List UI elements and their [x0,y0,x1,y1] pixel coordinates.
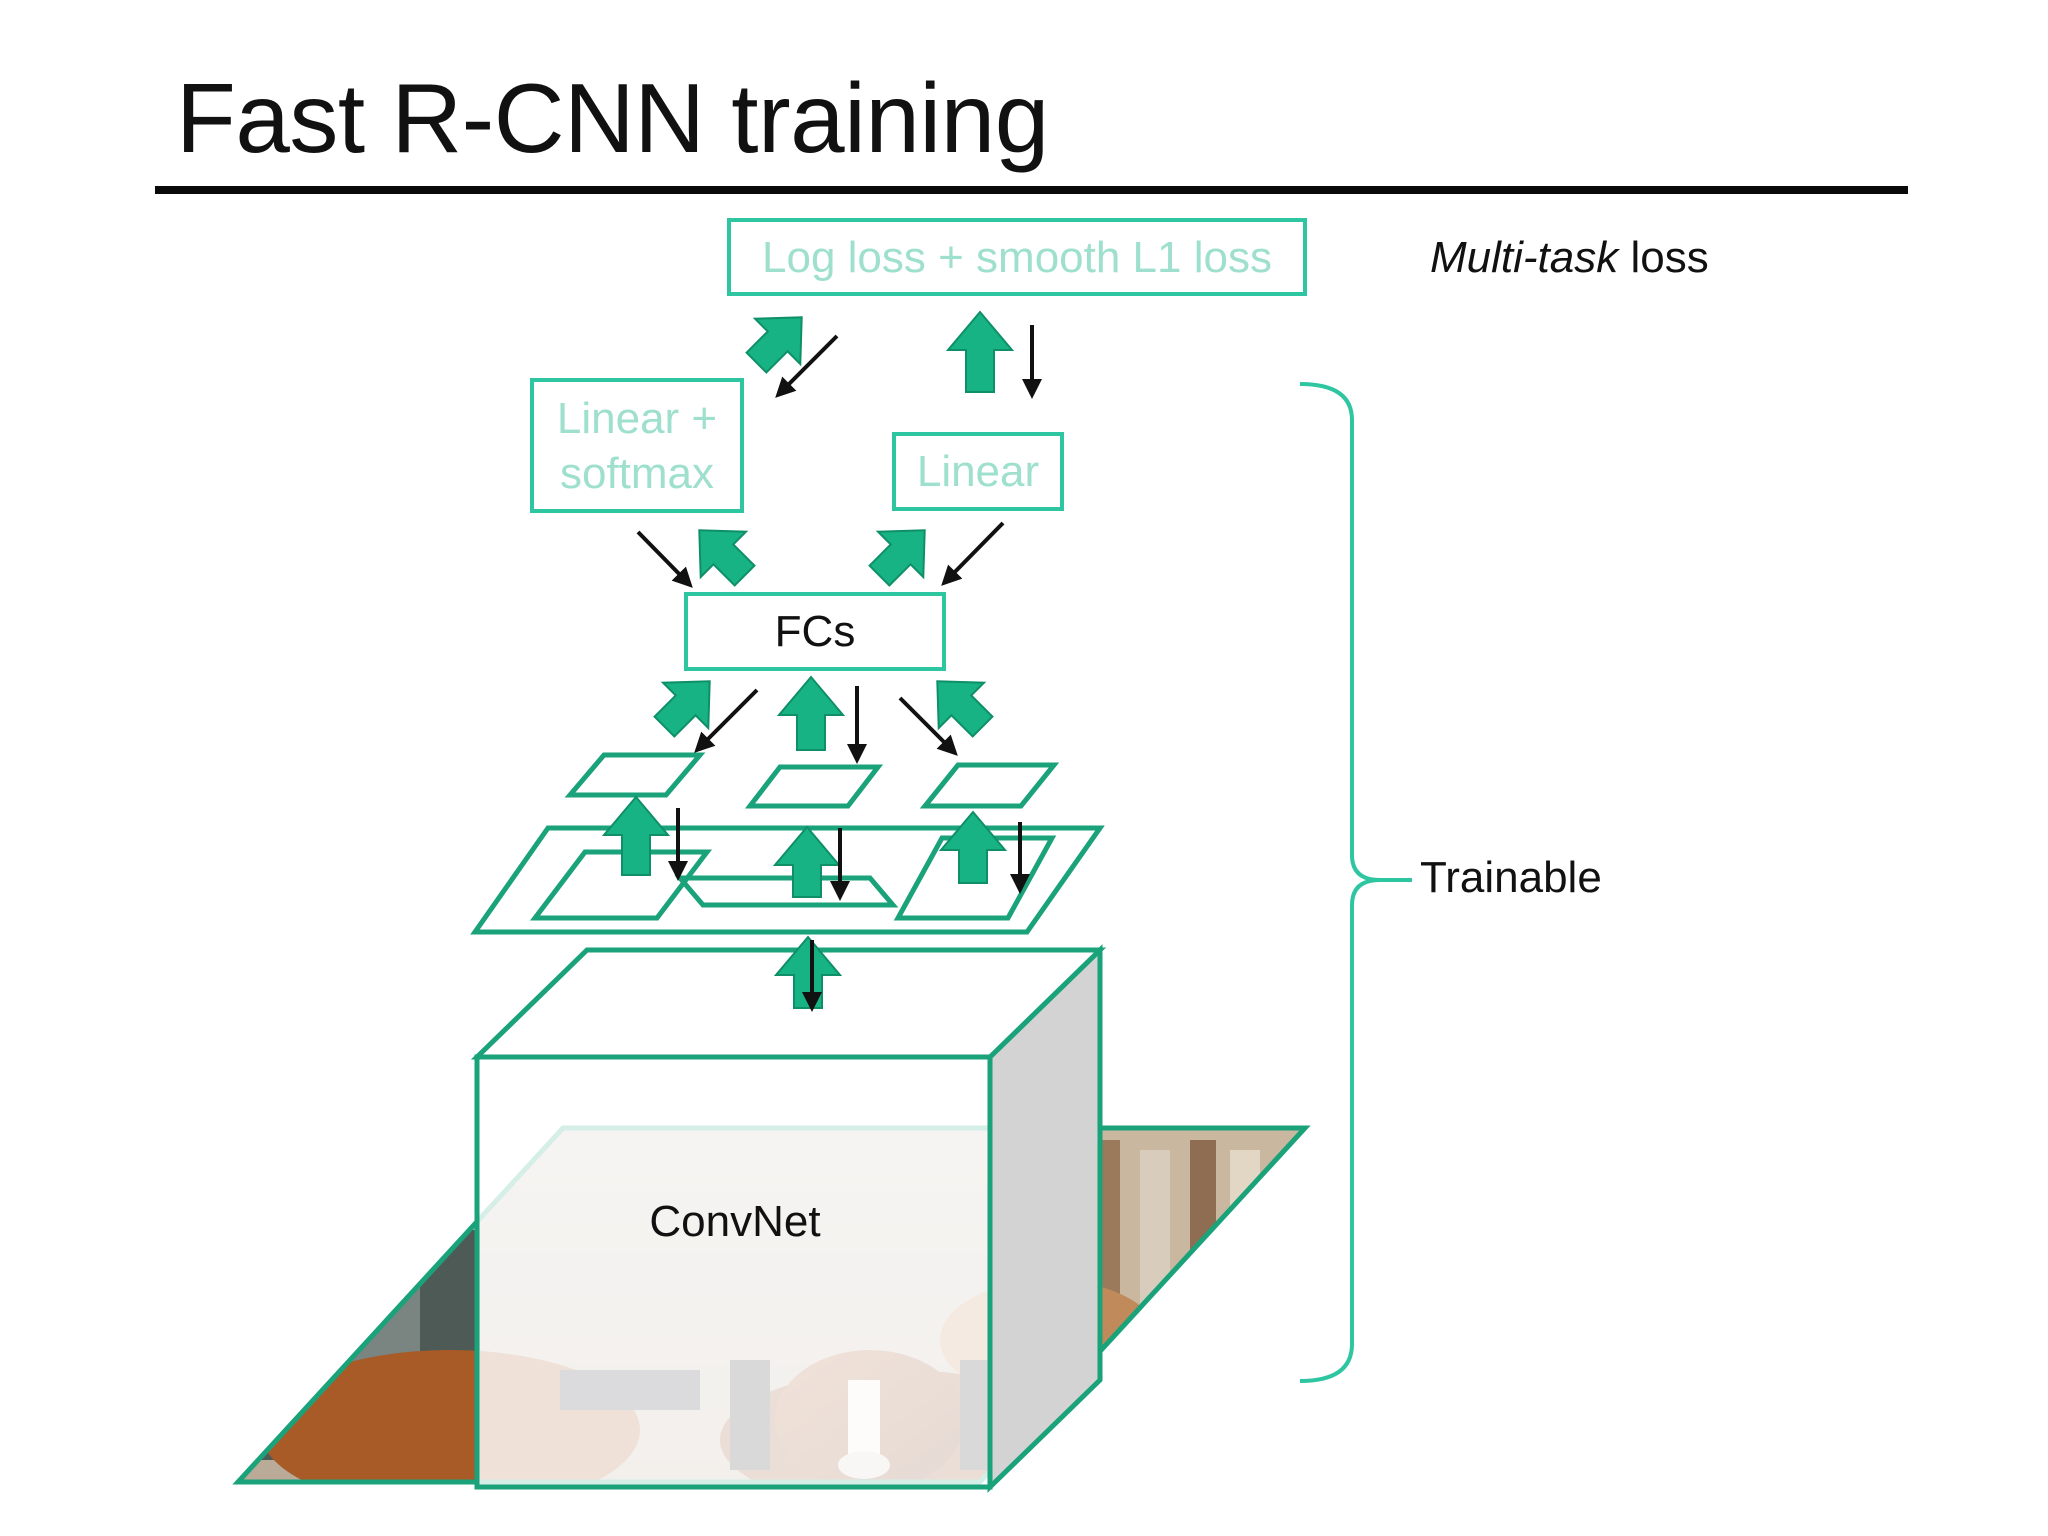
linear-softmax-text-line1: Linear + [556,393,718,443]
forward-arrow-icon [868,529,926,587]
loss-box: Log loss + smooth L1 loss [727,218,1307,296]
backward-arrow-icon [636,530,693,588]
roi-pool-center [744,764,884,809]
roi-pool-left [564,752,706,798]
forward-arrow-icon [773,935,843,1009]
fcs-box: FCs [684,592,946,671]
multi-task-loss-label: Multi-task loss [1430,233,1709,283]
linear-box-text: Linear [916,447,1040,496]
forward-arrow-icon [698,529,756,587]
forward-arrow-icon [653,680,711,738]
forward-arrow-icon [936,680,994,738]
convnet-label: ConvNet [649,1197,820,1246]
forward-arrow-icon [745,316,803,374]
loss-box-text: Log loss + smooth L1 loss [762,232,1272,282]
multi-task-label-rest: loss [1618,233,1709,282]
roi-region-left [529,849,713,921]
backward-arrow-icon [775,334,839,398]
trainable-brace [1299,382,1412,1383]
slide-title: Fast R-CNN training [176,63,1049,173]
forward-arrow-icon [772,825,842,898]
linear-softmax-box: Linear + softmax [530,378,744,513]
convnet-block: ConvNet [470,944,1107,1493]
feature-map [470,825,1105,935]
linear-softmax-text-line2: softmax [559,448,715,498]
roi-pooled-features [564,752,1060,809]
trainable-label: Trainable [1420,853,1602,902]
backward-arrow-icon [898,696,958,756]
backward-arrow-icon [941,521,1005,586]
roi-region-center [674,875,899,908]
backward-arrow-icon [694,688,759,753]
title-rule [155,186,1908,194]
roi-region-right [893,835,1057,921]
fcs-box-text: FCs [774,607,856,656]
forward-arrow-icon [945,310,1015,393]
roi-pool-right [919,762,1060,809]
multi-task-label-em: Multi-task [1430,233,1619,282]
linear-box: Linear [892,432,1064,511]
forward-arrow-icon [601,795,671,876]
forward-arrow-icon [938,810,1008,884]
forward-arrow-icon [776,675,846,751]
